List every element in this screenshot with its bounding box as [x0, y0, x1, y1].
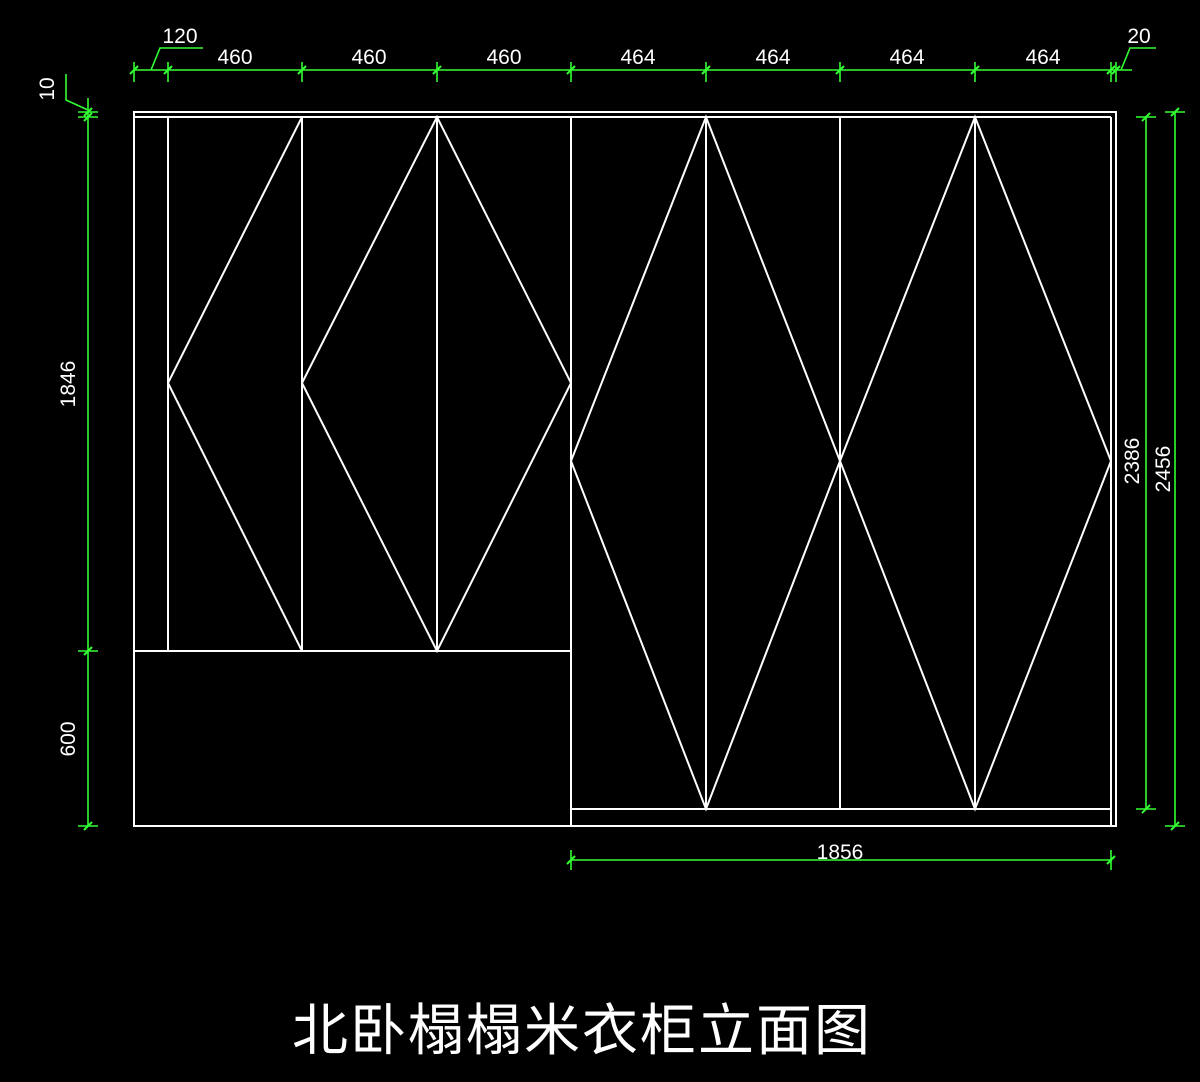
dim-460-a: 460	[217, 46, 252, 69]
dim-460-b: 460	[351, 46, 386, 69]
dim-464-d: 464	[1025, 46, 1060, 69]
dim-460-c: 460	[486, 46, 521, 69]
dim-1846: 1846	[57, 361, 80, 408]
dim-120: 120	[162, 25, 197, 48]
cabinet-outline	[133, 111, 1117, 827]
dim-464-c: 464	[889, 46, 924, 69]
door-pattern-1	[166, 116, 303, 652]
right-dimension-chains: 2386 2456	[1121, 107, 1185, 831]
drawing-title: 北卧榻榻米衣柜立面图	[292, 999, 872, 1064]
leader-120	[150, 47, 203, 71]
dim-2386: 2386	[1121, 438, 1144, 485]
dim-1856: 1856	[817, 841, 864, 864]
bottom-dimension: 1856	[566, 841, 1116, 870]
door-pattern-diamond-1	[300, 114, 573, 654]
dim-464-b: 464	[755, 46, 790, 69]
cabinet-outer-frame	[133, 111, 1117, 827]
leader-20	[1120, 47, 1156, 71]
top-dimension-chain: 120 460 460 460 464 464 464 464 20	[129, 25, 1156, 82]
door-pattern-diamond-3	[838, 114, 1113, 812]
dim-20: 20	[1127, 25, 1150, 48]
dim-600: 600	[57, 721, 80, 756]
door-pattern-diamond-2	[569, 114, 842, 812]
left-dimension-chain: 10 1846 600	[36, 74, 98, 831]
dim-10: 10	[36, 77, 59, 100]
leader-10	[65, 74, 89, 111]
upper-left-doors	[166, 114, 573, 654]
dim-464-a: 464	[620, 46, 655, 69]
right-doors	[569, 114, 1113, 812]
dim-2456: 2456	[1152, 446, 1175, 493]
